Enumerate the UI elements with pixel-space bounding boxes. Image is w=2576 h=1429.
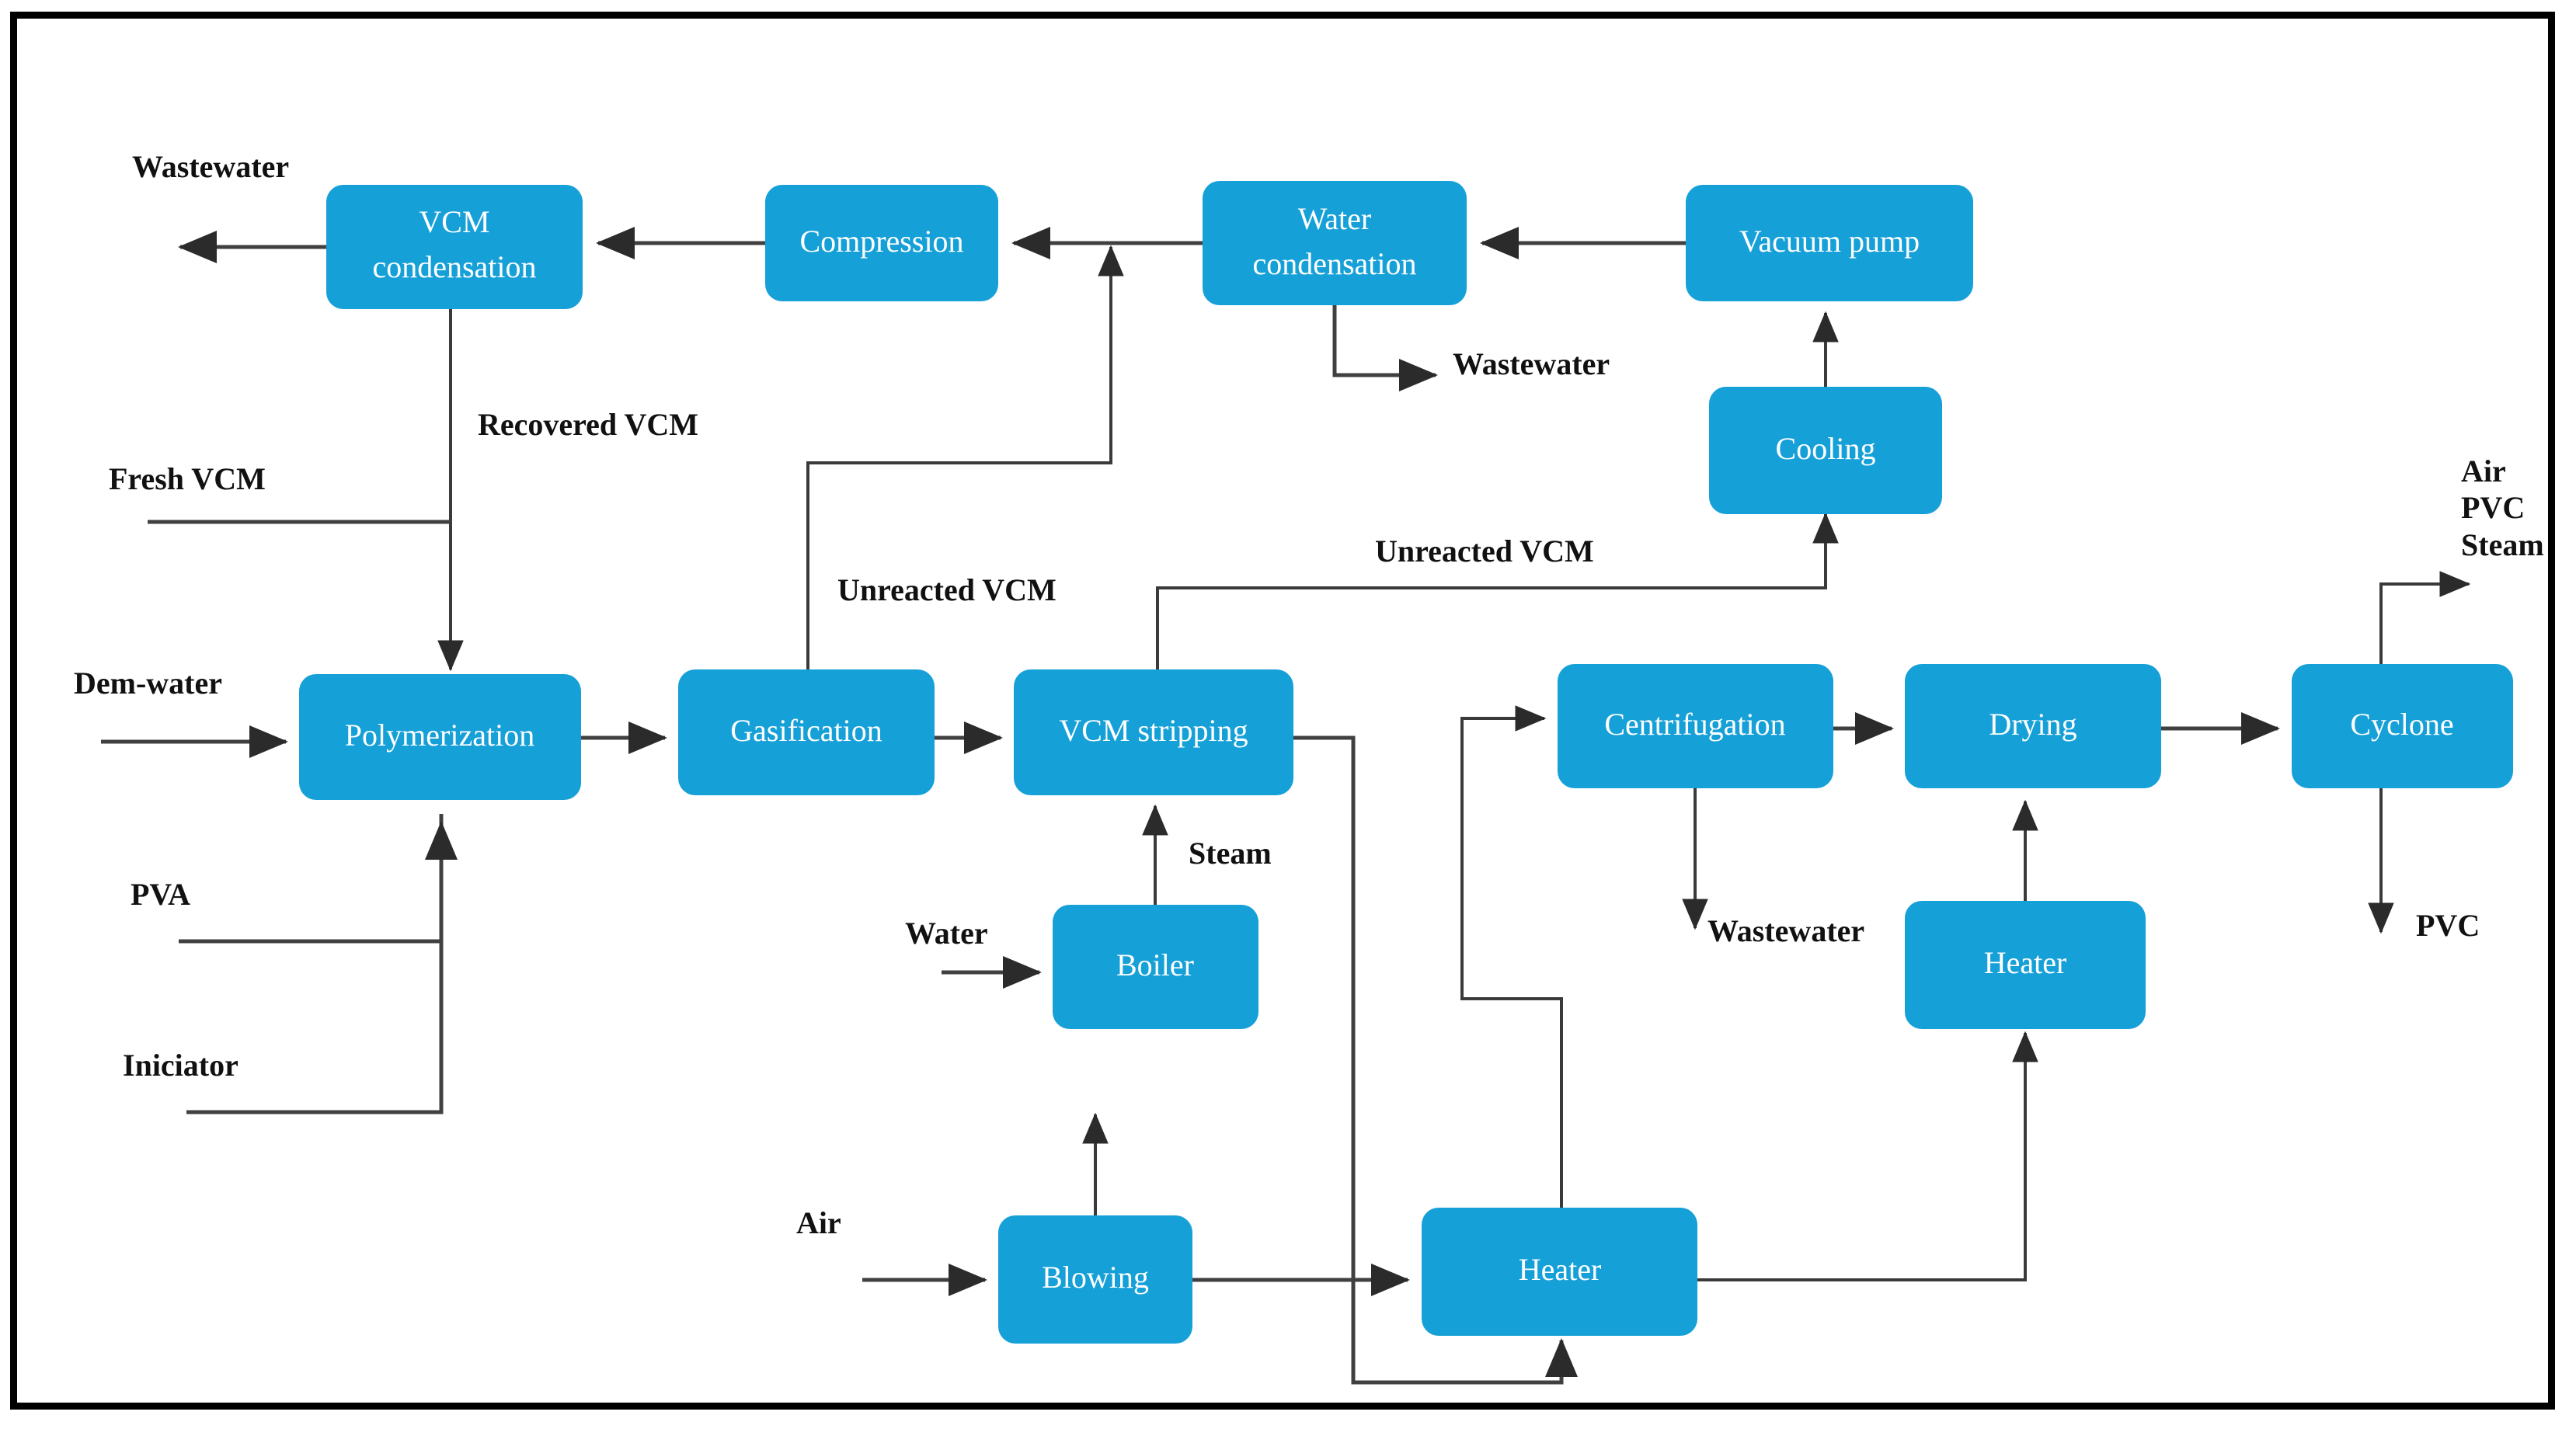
node-label-gasification: Gasification bbox=[730, 713, 882, 748]
stream-labels-layer: Wastewater Recovered VCM Fresh VCM Dem-w… bbox=[74, 149, 2544, 1240]
node-label-cooling: Cooling bbox=[1776, 431, 1876, 466]
node-label-vcm-condensation-line1: VCM bbox=[419, 204, 489, 239]
label-wastewater-water-cond: Wastewater bbox=[1453, 346, 1610, 381]
label-fresh-vcm: Fresh VCM bbox=[109, 461, 266, 496]
edges-layer bbox=[101, 226, 2471, 1385]
node-label-vcm-stripping: VCM stripping bbox=[1059, 713, 1248, 748]
label-wastewater-centrifuge: Wastewater bbox=[1707, 913, 1864, 948]
label-air-blowing: Air bbox=[796, 1205, 841, 1240]
label-steam-out: Steam bbox=[2461, 527, 2544, 562]
label-dem-water: Dem-water bbox=[74, 666, 222, 701]
node-water-condensation[interactable]: Water condensation bbox=[1203, 181, 1467, 305]
node-label-water-condensation-line1: Water bbox=[1298, 201, 1372, 236]
label-wastewater-top-left: Wastewater bbox=[132, 149, 289, 184]
node-label-heater-right: Heater bbox=[1984, 945, 2067, 980]
node-label-polymerization: Polymerization bbox=[345, 718, 534, 753]
node-label-centrifugation: Centrifugation bbox=[1604, 707, 1785, 742]
flow-pva-to-polymerization bbox=[179, 814, 444, 944]
node-label-blowing: Blowing bbox=[1042, 1260, 1149, 1295]
node-blowing[interactable]: Blowing bbox=[998, 1215, 1192, 1344]
flow-cyclone-to-air-pvc-steam bbox=[2379, 571, 2471, 664]
node-cyclone[interactable]: Cyclone bbox=[2292, 664, 2513, 788]
flow-heater-bottom-to-heater-right bbox=[1697, 1031, 2038, 1281]
node-compression[interactable]: Compression bbox=[765, 185, 998, 301]
node-vacuum-pump[interactable]: Vacuum pump bbox=[1686, 185, 1973, 301]
label-pva: PVA bbox=[131, 877, 190, 912]
node-heater-right[interactable]: Heater bbox=[1905, 901, 2146, 1029]
node-drying[interactable]: Drying bbox=[1905, 664, 2161, 788]
flow-vcm-stripping-to-cooling bbox=[1156, 512, 1839, 669]
label-unreacted-vcm-right: Unreacted VCM bbox=[1375, 534, 1594, 568]
label-steam-boiler: Steam bbox=[1189, 836, 1272, 871]
label-air-out: Air bbox=[2461, 454, 2506, 489]
node-label-drying: Drying bbox=[1989, 707, 2076, 742]
node-label-boiler: Boiler bbox=[1116, 947, 1194, 982]
flow-iniciator-to-polymerization bbox=[186, 820, 458, 1114]
node-gasification[interactable]: Gasification bbox=[678, 669, 935, 795]
node-vcm-condensation[interactable]: VCM condensation bbox=[326, 185, 583, 309]
node-boiler[interactable]: Boiler bbox=[1053, 905, 1258, 1029]
node-label-vacuum-pump: Vacuum pump bbox=[1739, 224, 1920, 259]
label-pvc-out: PVC bbox=[2461, 490, 2525, 525]
node-polymerization[interactable]: Polymerization bbox=[299, 674, 581, 800]
flow-gasification-to-compression bbox=[806, 245, 1124, 669]
label-iniciator: Iniciator bbox=[123, 1048, 238, 1083]
nodes-layer: VCM condensation Compression Water conde… bbox=[299, 181, 2513, 1344]
label-water-boiler: Water bbox=[905, 916, 988, 951]
flow-water-cond-to-wastewater bbox=[1332, 305, 1439, 392]
label-unreacted-vcm-left: Unreacted VCM bbox=[837, 572, 1057, 607]
node-label-cyclone: Cyclone bbox=[2350, 707, 2453, 742]
flow-heater-bottom-to-centrifugation bbox=[1460, 705, 1563, 1208]
node-centrifugation[interactable]: Centrifugation bbox=[1558, 664, 1833, 788]
node-label-water-condensation-line2: condensation bbox=[1252, 246, 1416, 281]
node-label-compression: Compression bbox=[799, 224, 963, 259]
node-cooling[interactable]: Cooling bbox=[1709, 387, 1942, 514]
node-label-heater-bottom: Heater bbox=[1519, 1252, 1602, 1287]
label-recovered-vcm: Recovered VCM bbox=[478, 407, 698, 442]
label-pvc-bottom: PVC bbox=[2416, 908, 2480, 943]
node-label-vcm-condensation-line2: condensation bbox=[372, 249, 536, 284]
node-vcm-stripping[interactable]: VCM stripping bbox=[1014, 669, 1293, 795]
flow-vcm-stripping-to-heater-bottom bbox=[1293, 735, 1579, 1385]
node-heater-bottom[interactable]: Heater bbox=[1422, 1208, 1697, 1336]
